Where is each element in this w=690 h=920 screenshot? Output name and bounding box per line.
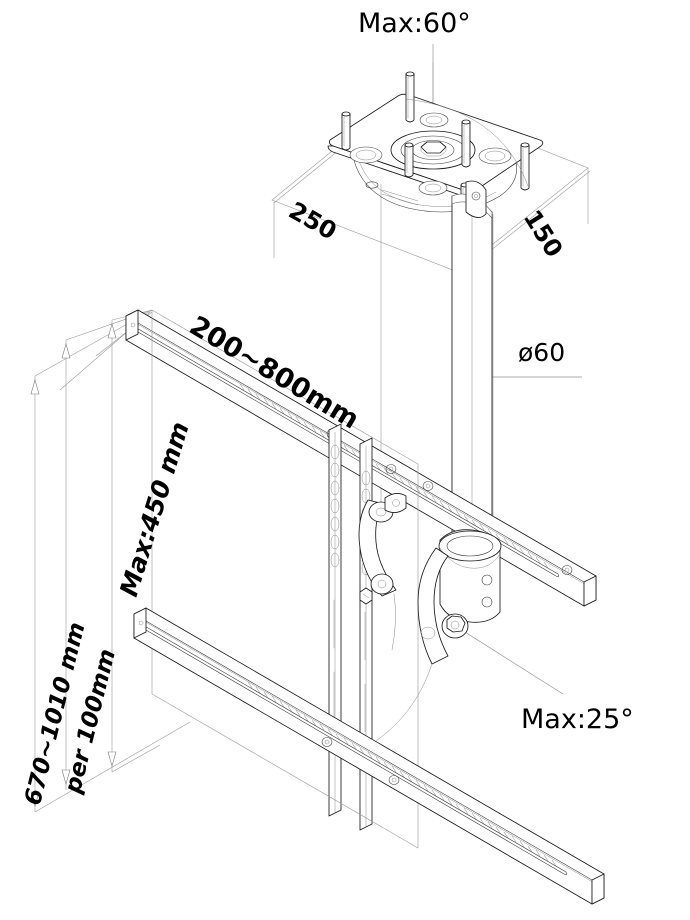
label-pole-diameter: ø60 [518,338,566,367]
ceiling-plate-assembly [327,71,544,221]
plate-mounting-holes [349,112,512,196]
left-bar-perforations [330,444,340,568]
label-max-rotation: Max:60° [358,8,471,39]
label-max-tilt: Max:25° [521,704,634,735]
tilt-pivot-assembly [339,493,502,761]
lower-mount-rail [133,607,605,905]
